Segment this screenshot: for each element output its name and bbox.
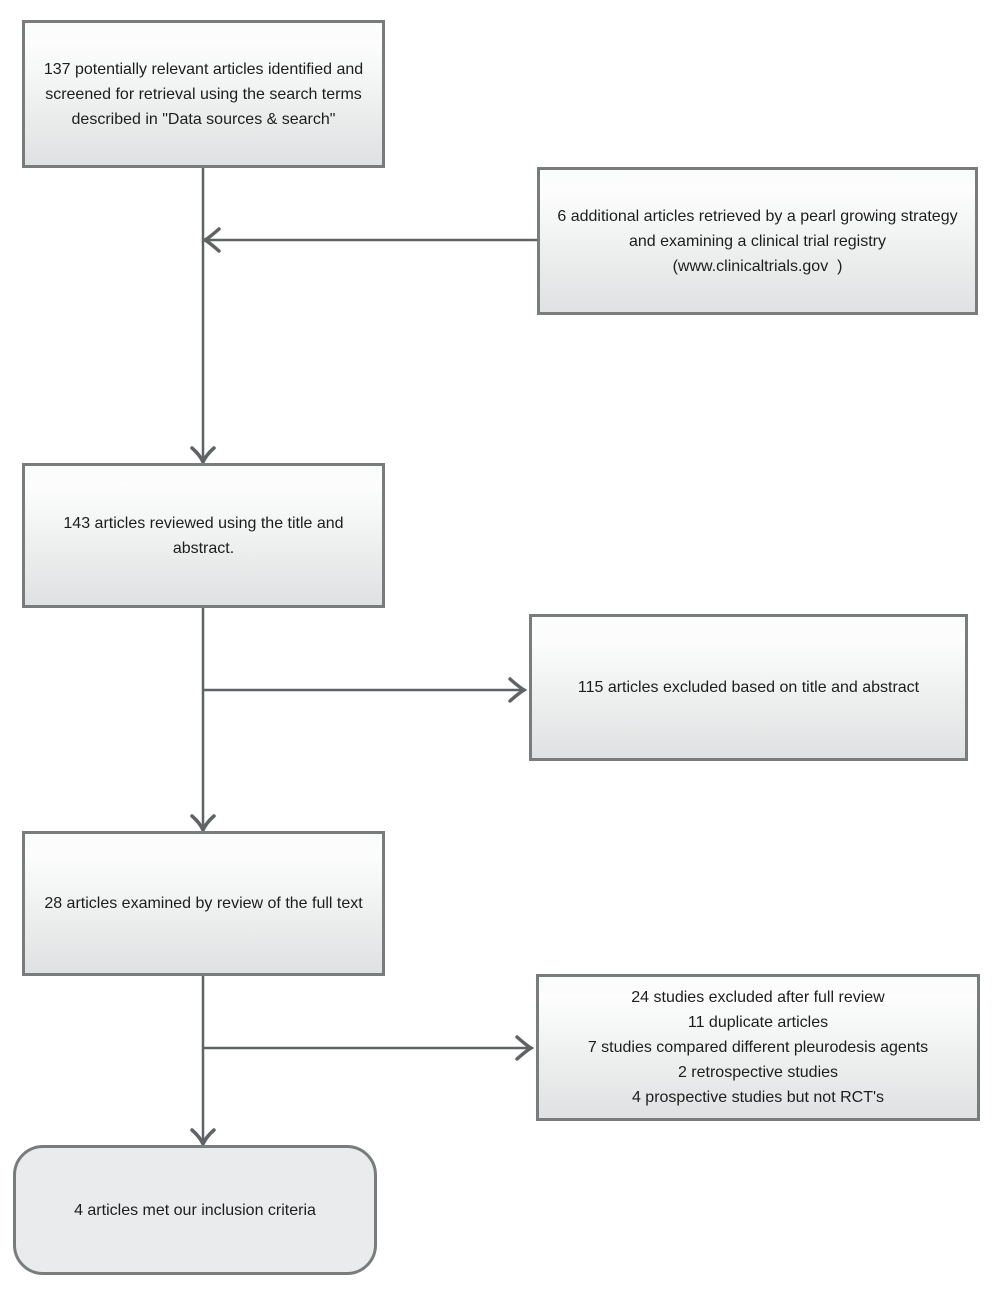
box-inclusion-criteria-text: 4 articles met our inclusion criteria: [74, 1201, 316, 1219]
box-title-abstract-review-text: 143 articles reviewed using the title an…: [63, 514, 344, 557]
box-full-text-review: 28 articles examined by review of the fu…: [22, 831, 385, 976]
excluded-line: 11 duplicate articles: [687, 1014, 829, 1031]
box-full-text-review-text: 28 articles examined by review of the fu…: [44, 895, 363, 912]
arrow-down-icon: [190, 446, 216, 467]
box-identified-articles-text: 137 potentially relevant articles identi…: [43, 60, 364, 128]
box-additional-articles-text: 6 additional articles retrieved by a pea…: [557, 207, 963, 275]
box-excluded-title-abstract: 115 articles excluded based on title and…: [529, 614, 968, 761]
box-additional-articles: 6 additional articles retrieved by a pea…: [537, 167, 978, 315]
arrow-right-icon: [515, 1035, 535, 1061]
box-title-abstract-review: 143 articles reviewed using the title an…: [22, 463, 385, 608]
box-excluded-full-review-lines: 24 studies excluded after full review 11…: [588, 985, 928, 1110]
box-excluded-title-abstract-text: 115 articles excluded based on title and…: [577, 679, 920, 696]
excluded-line: 24 studies excluded after full review: [631, 989, 885, 1006]
arrow-down-icon: [190, 1128, 216, 1149]
excluded-line: 2 retrospective studies: [677, 1064, 839, 1081]
excluded-line: 7 studies compared different pleurodesis…: [587, 1039, 929, 1056]
box-inclusion-criteria: 4 articles met our inclusion criteria: [13, 1145, 377, 1275]
box-identified-articles: 137 potentially relevant articles identi…: [22, 20, 385, 168]
arrow-left-icon: [201, 227, 221, 253]
box-excluded-full-review: 24 studies excluded after full review 11…: [536, 974, 980, 1121]
arrow-down-icon: [190, 814, 216, 835]
arrow-right-icon: [508, 677, 528, 703]
excluded-line: 4 prospective studies but not RCT's: [631, 1089, 885, 1106]
